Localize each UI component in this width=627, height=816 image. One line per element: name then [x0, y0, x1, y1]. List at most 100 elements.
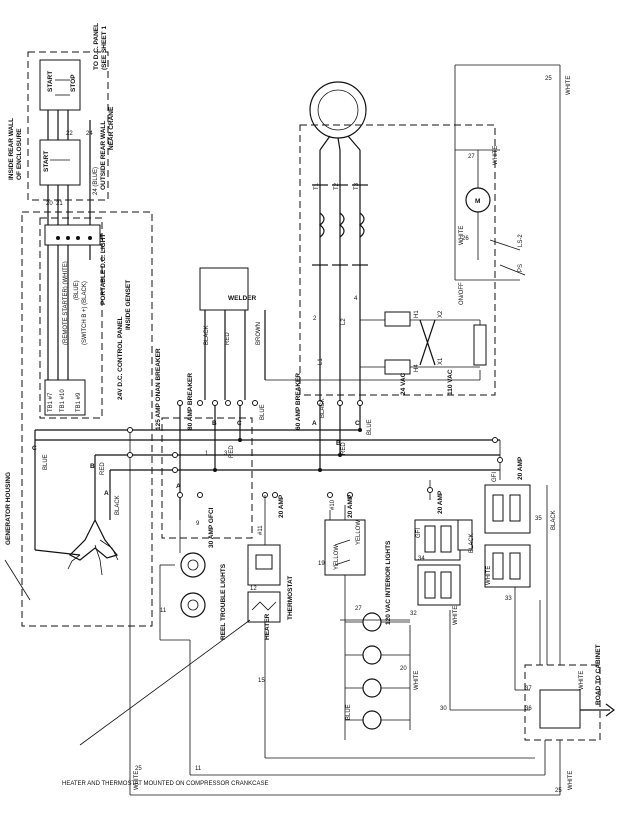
- text-labels: GENERATOR HOUSING TO D.C. PANEL (SEE SHE…: [5, 23, 602, 790]
- interior-lights: [345, 612, 410, 730]
- start-label-top: START: [47, 71, 54, 92]
- gfi-label-left: GFI: [416, 528, 422, 538]
- wire-tag: 12: [250, 586, 257, 592]
- interior-light-4: [362, 710, 382, 730]
- wire-tag: 11: [160, 608, 167, 614]
- tb1-terminal-block: [44, 379, 86, 416]
- node-x1: X1: [438, 357, 444, 365]
- reel-trouble-lights: [159, 520, 206, 641]
- heater-note-leader: [79, 619, 251, 746]
- node-a-comp: A: [312, 420, 317, 427]
- motor-contactor: [312, 184, 368, 266]
- receptacle-left-lower: [417, 564, 461, 606]
- interior-light-switch-box: [324, 519, 366, 576]
- fuse: [473, 324, 487, 366]
- wire-tag: 25: [545, 76, 552, 82]
- comp-blue: BLUE: [367, 419, 373, 435]
- light-switches: [324, 519, 410, 740]
- dc-terminal-strip: [44, 224, 101, 246]
- wire-tag: 2: [313, 316, 317, 322]
- gfi-receptacle-left: [414, 519, 461, 561]
- control-relay-lower: [384, 359, 411, 375]
- trouble-light-2: [180, 592, 206, 618]
- term-20: 20: [46, 201, 53, 207]
- node-t1: T1: [314, 182, 320, 190]
- wire-tag: 9: [196, 521, 200, 527]
- long-wire-runs: [129, 64, 561, 796]
- wire-tag: 15: [258, 678, 265, 684]
- welder-black: BLACK: [204, 325, 210, 345]
- w20-label: (BLUE): [74, 280, 80, 300]
- wire-tag: 19: [318, 561, 325, 567]
- wire-tag: 35: [535, 516, 542, 522]
- wire-red-b: RED: [100, 462, 106, 475]
- node-m: M: [475, 198, 480, 205]
- generator-wye: [34, 518, 119, 576]
- heater-label: HEATER: [264, 613, 271, 640]
- breaker-80-label: 80 AMP BREAKER: [187, 373, 194, 430]
- amp20-right-label: 20 AMP: [517, 456, 524, 480]
- bottom-white-left: WHITE: [134, 771, 140, 790]
- start-label-inside: START: [43, 151, 50, 172]
- gfi-label-right: GFI: [492, 472, 498, 482]
- switch-yellow-1: YELLOW: [334, 545, 340, 570]
- wire-tag: 37: [525, 686, 532, 692]
- fan-white-top: WHITE: [493, 146, 499, 165]
- thermostat-label: THERMOSTAT: [287, 576, 294, 620]
- heater-box: [247, 591, 281, 623]
- breaker-panel-outline: [161, 417, 253, 539]
- term-24: 24: [86, 131, 93, 137]
- wire-tag: 27: [468, 154, 475, 160]
- cabinet-junction: [539, 689, 581, 729]
- of-enclosure-label: OF ENCLOSURE: [16, 128, 23, 180]
- dc-control-panel-outline: [39, 217, 103, 419]
- w24-label: 24 (BLUE): [93, 167, 99, 195]
- cabinet-white: WHITE: [579, 671, 585, 690]
- reel-trouble-lights-label: REEL TROUBLE LIGHTS: [220, 563, 227, 640]
- inside-genset-label: INSIDE GENSET: [125, 280, 132, 330]
- w22-label: (SWITCH B +) (BLACK): [82, 281, 88, 345]
- portable-dc-light-label: PORTABLE D.C. LIGHT: [100, 234, 107, 305]
- to-dc-panel-label: TO D.C. PANEL: [93, 23, 100, 70]
- ls2-label: LS-2: [518, 234, 524, 247]
- amp20-gfi-label: 20 AMP: [437, 490, 444, 514]
- w21-label: (REMOTE STARTER) (WHITE): [63, 261, 69, 345]
- remote-start-stop-switch: [39, 59, 81, 111]
- lights-blue: BLUE: [346, 704, 352, 720]
- breaker-contacts: [127, 400, 503, 498]
- wire-black-a: BLACK: [115, 495, 121, 515]
- interior-light-3: [362, 678, 382, 698]
- switch-yellow-2: YELLOW: [356, 520, 362, 545]
- wire-tag: 32: [410, 611, 417, 617]
- welder-box: [199, 267, 249, 311]
- wire-blue-c: BLUE: [43, 454, 49, 470]
- amp20-mid-label: 20 AMP: [347, 494, 354, 518]
- node-l1: L1: [318, 358, 324, 365]
- welder-label: WELDER: [228, 295, 256, 302]
- node-a-breaker: A: [176, 483, 181, 490]
- node-c-comp: C: [355, 420, 360, 427]
- wire-tag: 30: [440, 706, 447, 712]
- wire-number-tags: 11 9 12 15 11 25 19 27 20 30 32 33 35 26…: [135, 76, 562, 794]
- node-l2: L2: [341, 318, 347, 325]
- ps-label: PS: [518, 264, 524, 272]
- breaker-red: RED: [229, 445, 235, 458]
- compressor-box-outline: [299, 124, 496, 396]
- node-c-breaker: C: [237, 420, 242, 427]
- interior-light-1: [362, 612, 382, 632]
- tb1-9-label: TB1 #9: [76, 392, 82, 412]
- node-h1: H1: [414, 310, 420, 318]
- recept-white-left: WHITE: [453, 606, 459, 625]
- generator-housing-outline: [21, 211, 153, 627]
- wire-tag: 26: [462, 236, 469, 242]
- dc-control-panel-label: 24V D.C. CONTROL PANEL: [117, 316, 124, 400]
- node-x2: X2: [438, 310, 444, 318]
- node-a: A: [104, 490, 109, 497]
- wire-tag: 36: [525, 706, 532, 712]
- term-22: 22: [66, 131, 73, 137]
- recept-black: BLACK: [469, 533, 475, 553]
- top-white: WHITE: [566, 76, 572, 95]
- on-off-label: ON/OFF: [459, 282, 465, 305]
